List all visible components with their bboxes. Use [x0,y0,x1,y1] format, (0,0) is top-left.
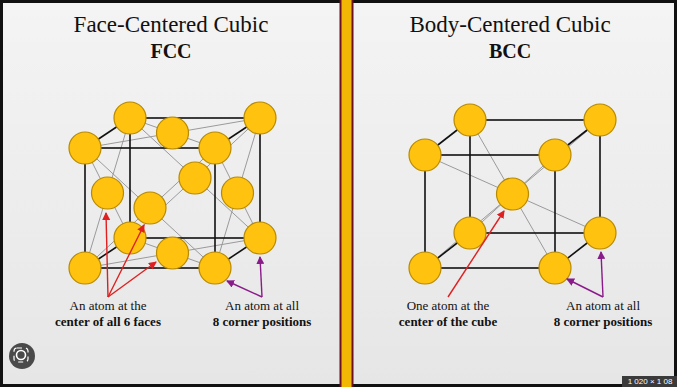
callout-text: An atom at all [225,299,299,314]
callout-text: center of all 6 faces [55,315,161,330]
callout-text: 8 corner positions [213,315,312,330]
panel-subtitle: FCC [150,40,191,63]
callout-text: An atom at the [70,299,147,314]
callout-text: center of the cube [399,315,497,330]
panel-subtitle: BCC [489,40,531,63]
callout-text: 8 corner positions [554,315,653,330]
panel-title: Face-Centered Cubic [74,12,269,38]
callout-text: One atom at the [407,299,490,314]
callout-text: An atom at all [566,299,640,314]
panel-title: Body-Centered Cubic [409,12,610,38]
size-watermark: 1 020 × 1 08 [628,376,673,387]
